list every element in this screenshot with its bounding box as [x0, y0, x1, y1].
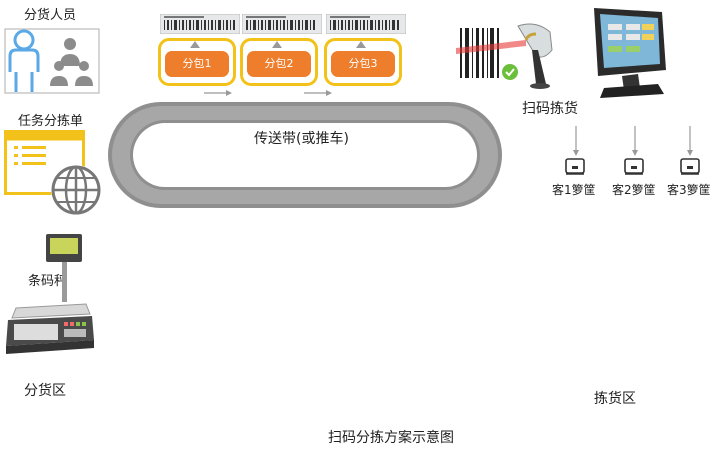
- basket-icon: [565, 158, 585, 176]
- barcode-scanner-icon: [456, 20, 560, 90]
- up-arrow-icon: [272, 41, 282, 49]
- conveyor-belt: [106, 100, 504, 210]
- task-list-icon: [4, 130, 104, 218]
- barcode-label-1: [160, 14, 240, 34]
- scale-label: 条码秤: [28, 274, 68, 289]
- package-1: 分包1: [158, 38, 236, 86]
- down-arrow-icon: [631, 126, 639, 156]
- pick-area-label: 拣货区: [594, 391, 636, 407]
- down-arrow-icon: [686, 126, 694, 156]
- sort-area-label: 分货区: [24, 383, 66, 399]
- barcode-label-2: [242, 14, 322, 34]
- scan-pick-label: 扫码拣货: [522, 101, 578, 117]
- barcode-label-3: [326, 14, 406, 34]
- diagram-caption: 扫码分拣方案示意图: [328, 430, 454, 446]
- staff-icon: [4, 26, 100, 96]
- basket-2-label: 客2箩筐: [612, 183, 656, 197]
- flow-arrow-icon: [204, 89, 232, 97]
- basket-3-label: 客3箩筐: [667, 183, 711, 197]
- barcode-scale-icon: [2, 232, 98, 356]
- flow-arrow-icon: [304, 89, 332, 97]
- staff-label: 分货人员: [24, 8, 77, 23]
- package-1-label: 分包1: [165, 51, 229, 77]
- up-arrow-icon: [190, 41, 200, 49]
- down-arrow-icon: [572, 126, 580, 156]
- basket-icon: [624, 158, 644, 176]
- task-list-label: 任务分拣单: [18, 114, 84, 129]
- package-2-label: 分包2: [247, 51, 311, 77]
- up-arrow-icon: [356, 41, 366, 49]
- conveyor-label: 传送带(或推车): [254, 131, 349, 147]
- basket-1-label: 客1箩筐: [552, 183, 596, 197]
- basket-icon: [680, 158, 700, 176]
- package-3-label: 分包3: [331, 51, 395, 77]
- pos-terminal-icon: [578, 6, 670, 98]
